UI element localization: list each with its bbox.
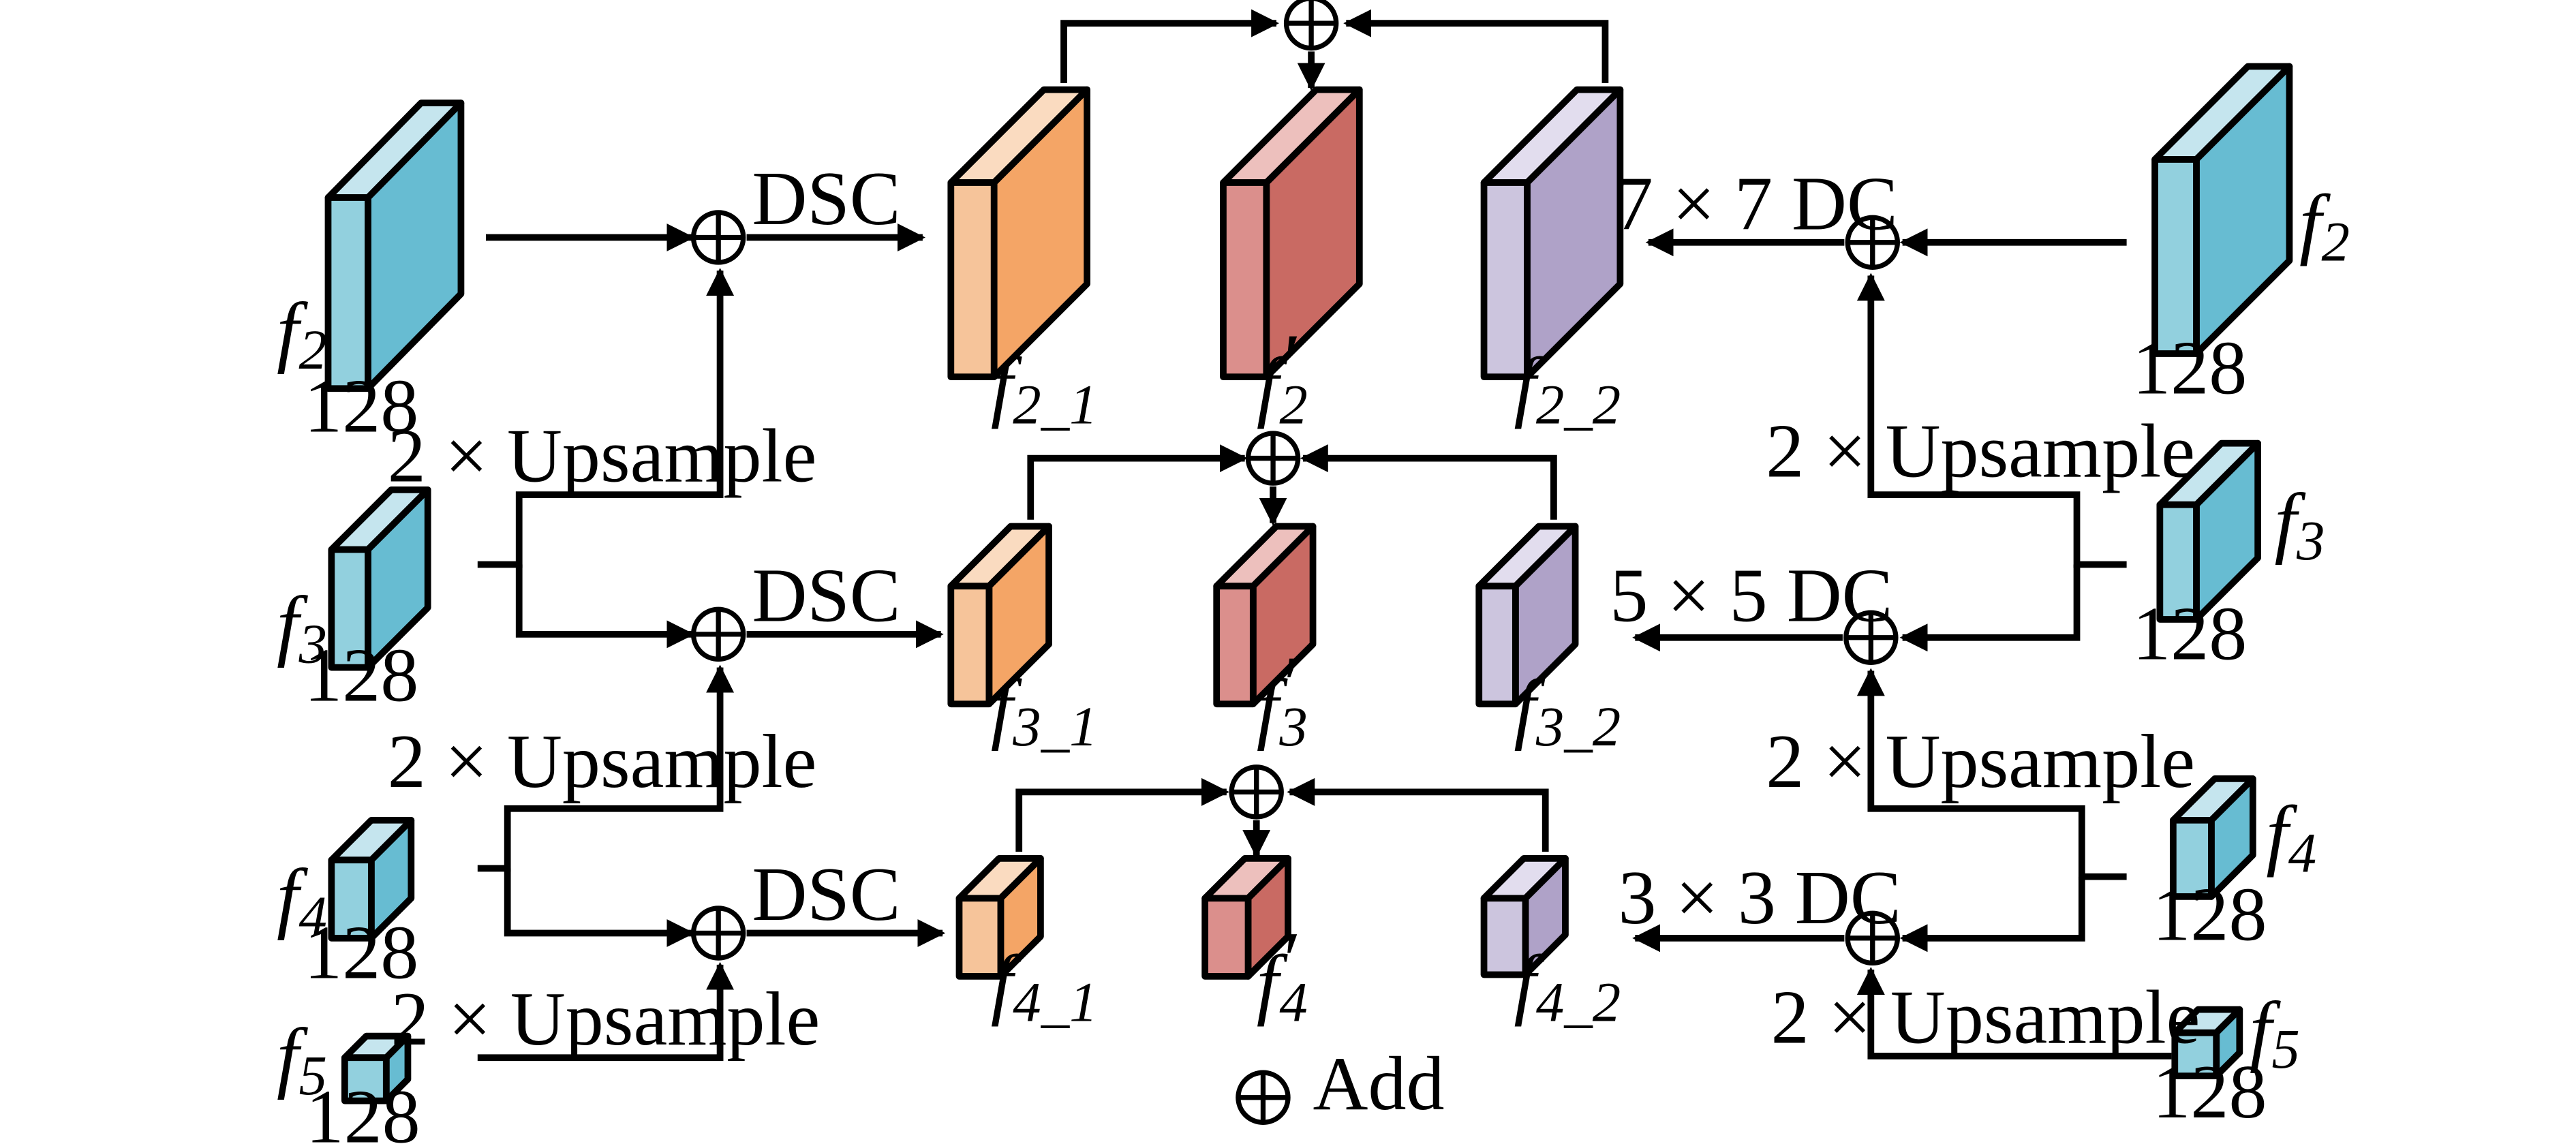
add-node-right-2 (1843, 610, 1899, 665)
right-f2-box (2151, 63, 2293, 357)
add-node-fusion-3 (1229, 764, 1284, 820)
dc-label-5x5: 5 × 5 DC (1610, 553, 1892, 638)
out-f4-2-label: f4_2 (1514, 940, 1621, 1034)
add-node-right-3 (1845, 910, 1900, 966)
dsc-label-2: DSC (752, 553, 901, 638)
legend: Add (1236, 1042, 1445, 1126)
out-f4-2-box (1480, 854, 1569, 978)
dc-label-3x3: 3 × 3 DC (1619, 856, 1901, 940)
out-f3-1-box (947, 523, 1052, 708)
out-f2-1-label: f2_1 (991, 341, 1098, 435)
out-f4-1-label: f4_1 (991, 940, 1098, 1034)
right-f2-label: f2 (2299, 179, 2350, 273)
out-f4-prime-box-front (1201, 895, 1252, 980)
upsample-label-right-3: 2 × Upsample (1771, 975, 2201, 1060)
left-f3-label: f3 (277, 581, 327, 675)
upsample-label-left-1: 2 × Upsample (388, 414, 817, 499)
right-f3-box-front (2156, 501, 2200, 623)
right-f4-channels: 128 (2152, 872, 2267, 957)
out-f2-2-box-front (1480, 179, 1531, 381)
add-node-right-1 (1845, 215, 1900, 270)
out-f3-1-box-front (947, 583, 993, 708)
add-nodes (690, 0, 1900, 966)
out-f4-2-box-front (1480, 895, 1529, 978)
right-f3-label: f3 (2274, 478, 2325, 572)
legend-add-label: Add (1313, 1042, 1445, 1126)
add-node-left-3 (690, 906, 746, 961)
right-f4-label: f4 (2266, 790, 2316, 884)
upsample-label-left-2: 2 × Upsample (388, 720, 817, 804)
dsc-label-1: DSC (752, 157, 901, 241)
out-f3-1-label: f3_1 (991, 664, 1098, 758)
left-f2-box-front (324, 194, 371, 392)
left-f4-channels: 128 (304, 910, 418, 995)
left-f3-box (328, 486, 431, 671)
out-f2-2-box (1480, 86, 1624, 381)
left-f2-box (324, 99, 465, 392)
right-f4-box (2169, 775, 2256, 900)
upsample-label-right-1: 2 × Upsample (1766, 409, 2195, 493)
out-f3-2-box (1475, 523, 1579, 708)
legend-add-icon (1236, 1070, 1291, 1125)
fusion-lines (1015, 9, 1609, 859)
left-f4-box (328, 816, 415, 942)
dc-label-7x7: 7 × 7 DC (1615, 161, 1898, 246)
right-f5-box (2171, 1006, 2243, 1079)
out-f4-prime-label: f′4 (1257, 916, 1308, 1033)
out-f2-prime-box (1220, 86, 1363, 381)
right-f2-channels: 128 (2132, 326, 2247, 411)
add-node-left-2 (690, 606, 746, 662)
left-f3-channels: 128 (304, 633, 418, 717)
left-f5-box-front (341, 1054, 390, 1104)
out-f3-prime-box (1213, 523, 1317, 708)
add-node-left-1 (690, 210, 746, 265)
out-f2-prime-label: f′2 (1257, 318, 1308, 435)
out-f3-2-box-front (1475, 583, 1519, 708)
right-f5-channels: 128 (2152, 1050, 2267, 1134)
add-node-fusion-1 (1283, 0, 1339, 51)
upsample-label-right-2: 2 × Upsample (1766, 720, 2195, 804)
left-f5-channels: 128 (306, 1075, 420, 1144)
out-f3-2-label: f3_2 (1514, 664, 1621, 758)
out-f2-prime-box-front (1220, 179, 1270, 381)
out-f4-1-box (955, 854, 1044, 980)
right-f3-channels: 128 (2132, 591, 2247, 676)
add-node-fusion-2 (1245, 431, 1301, 486)
left-f4-box-front (328, 856, 375, 942)
dsc-label-3: DSC (752, 852, 901, 937)
left-f2-channels: 128 (304, 365, 418, 449)
out-f3-prime-label: f′3 (1257, 640, 1308, 758)
right-branch-lines (1632, 228, 2172, 1060)
out-f2-1-box (947, 86, 1091, 381)
left-f5-label: f5 (277, 1012, 327, 1107)
right-f2-box-front (2151, 156, 2200, 357)
out-f4-prime-box (1201, 854, 1291, 980)
right-f4-box-front (2169, 816, 2215, 900)
out-f2-2-label: f2_2 (1514, 341, 1621, 435)
right-f3-box (2156, 439, 2262, 623)
left-f5-box (341, 1032, 412, 1104)
upsample-label-left-3: 2 × Upsample (391, 977, 821, 1062)
out-f4-1-box-front (955, 895, 1005, 980)
left-f3-box-front (328, 546, 371, 671)
out-f2-1-box-front (947, 179, 998, 381)
out-f3-prime-box-front (1213, 583, 1257, 708)
feature-maps (324, 63, 2293, 1104)
right-f5-box-front (2171, 1029, 2220, 1079)
left-branch-lines (477, 223, 946, 1062)
